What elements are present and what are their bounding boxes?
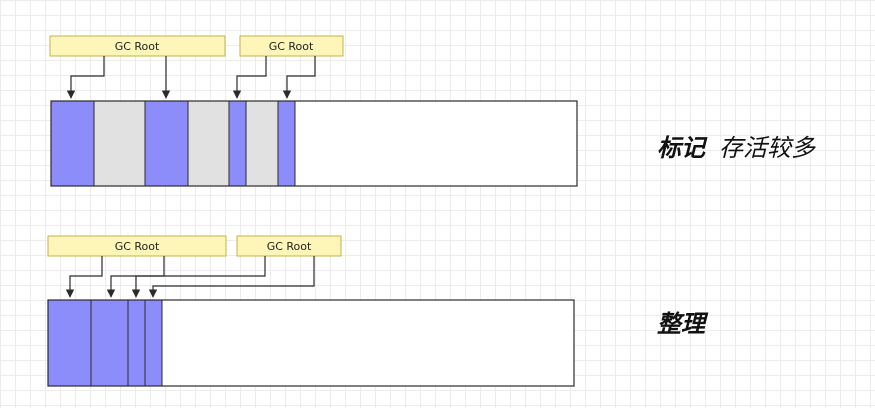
mark-caption-note: 存活较多 (719, 134, 815, 162)
compact-block-5 (161, 299, 575, 387)
mark-block-4 (187, 100, 230, 187)
mark-reference-arrows (66, 56, 316, 99)
mark-block-8 (294, 100, 578, 187)
compact-caption-title: 整理 (657, 310, 705, 338)
compact-gc-root-label-2-text: GC Root (267, 240, 312, 253)
mark-gc-root-label-2: GC Root (239, 35, 344, 57)
mark-memory-bar (50, 100, 578, 187)
mark-block-6 (245, 100, 279, 187)
compact-arrow-1 (65, 256, 103, 298)
compact-block-3 (127, 299, 146, 387)
mark-block-1 (50, 100, 95, 187)
mark-block-5 (228, 100, 247, 187)
compact-gc-root-label-2: GC Root (236, 235, 342, 257)
mark-arrow-4 (282, 56, 316, 99)
mark-caption: 标记存活较多 (657, 128, 815, 163)
compact-block-2 (90, 299, 129, 387)
compact-arrow-3 (131, 256, 266, 298)
mark-block-7 (277, 100, 296, 187)
mark-block-2 (93, 100, 146, 187)
compact-memory-bar (47, 299, 575, 387)
mark-gc-root-label-1: GC Root (49, 35, 226, 57)
compact-bar-outline (47, 299, 575, 387)
mark-gc-root-label-1-text: GC Root (115, 40, 160, 53)
compact-phase: GC Root GC Root (47, 235, 575, 387)
mark-caption-title: 标记 (657, 134, 705, 162)
compact-reference-arrows (65, 256, 315, 298)
mark-phase: GC Root GC Root (49, 35, 578, 187)
compact-gc-root-label-1: GC Root (47, 235, 227, 257)
compact-gc-root-label-1-text: GC Root (115, 240, 160, 253)
compact-block-4 (144, 299, 163, 387)
compact-block-1 (47, 299, 92, 387)
mark-arrow-3 (232, 56, 267, 99)
mark-arrow-1 (66, 56, 105, 99)
compact-arrow-4 (148, 256, 315, 298)
mark-gc-root-label-2-text: GC Root (269, 40, 314, 53)
mark-bar-outline (50, 100, 578, 187)
compact-caption: 整理 (657, 304, 705, 339)
mark-block-3 (144, 100, 189, 187)
